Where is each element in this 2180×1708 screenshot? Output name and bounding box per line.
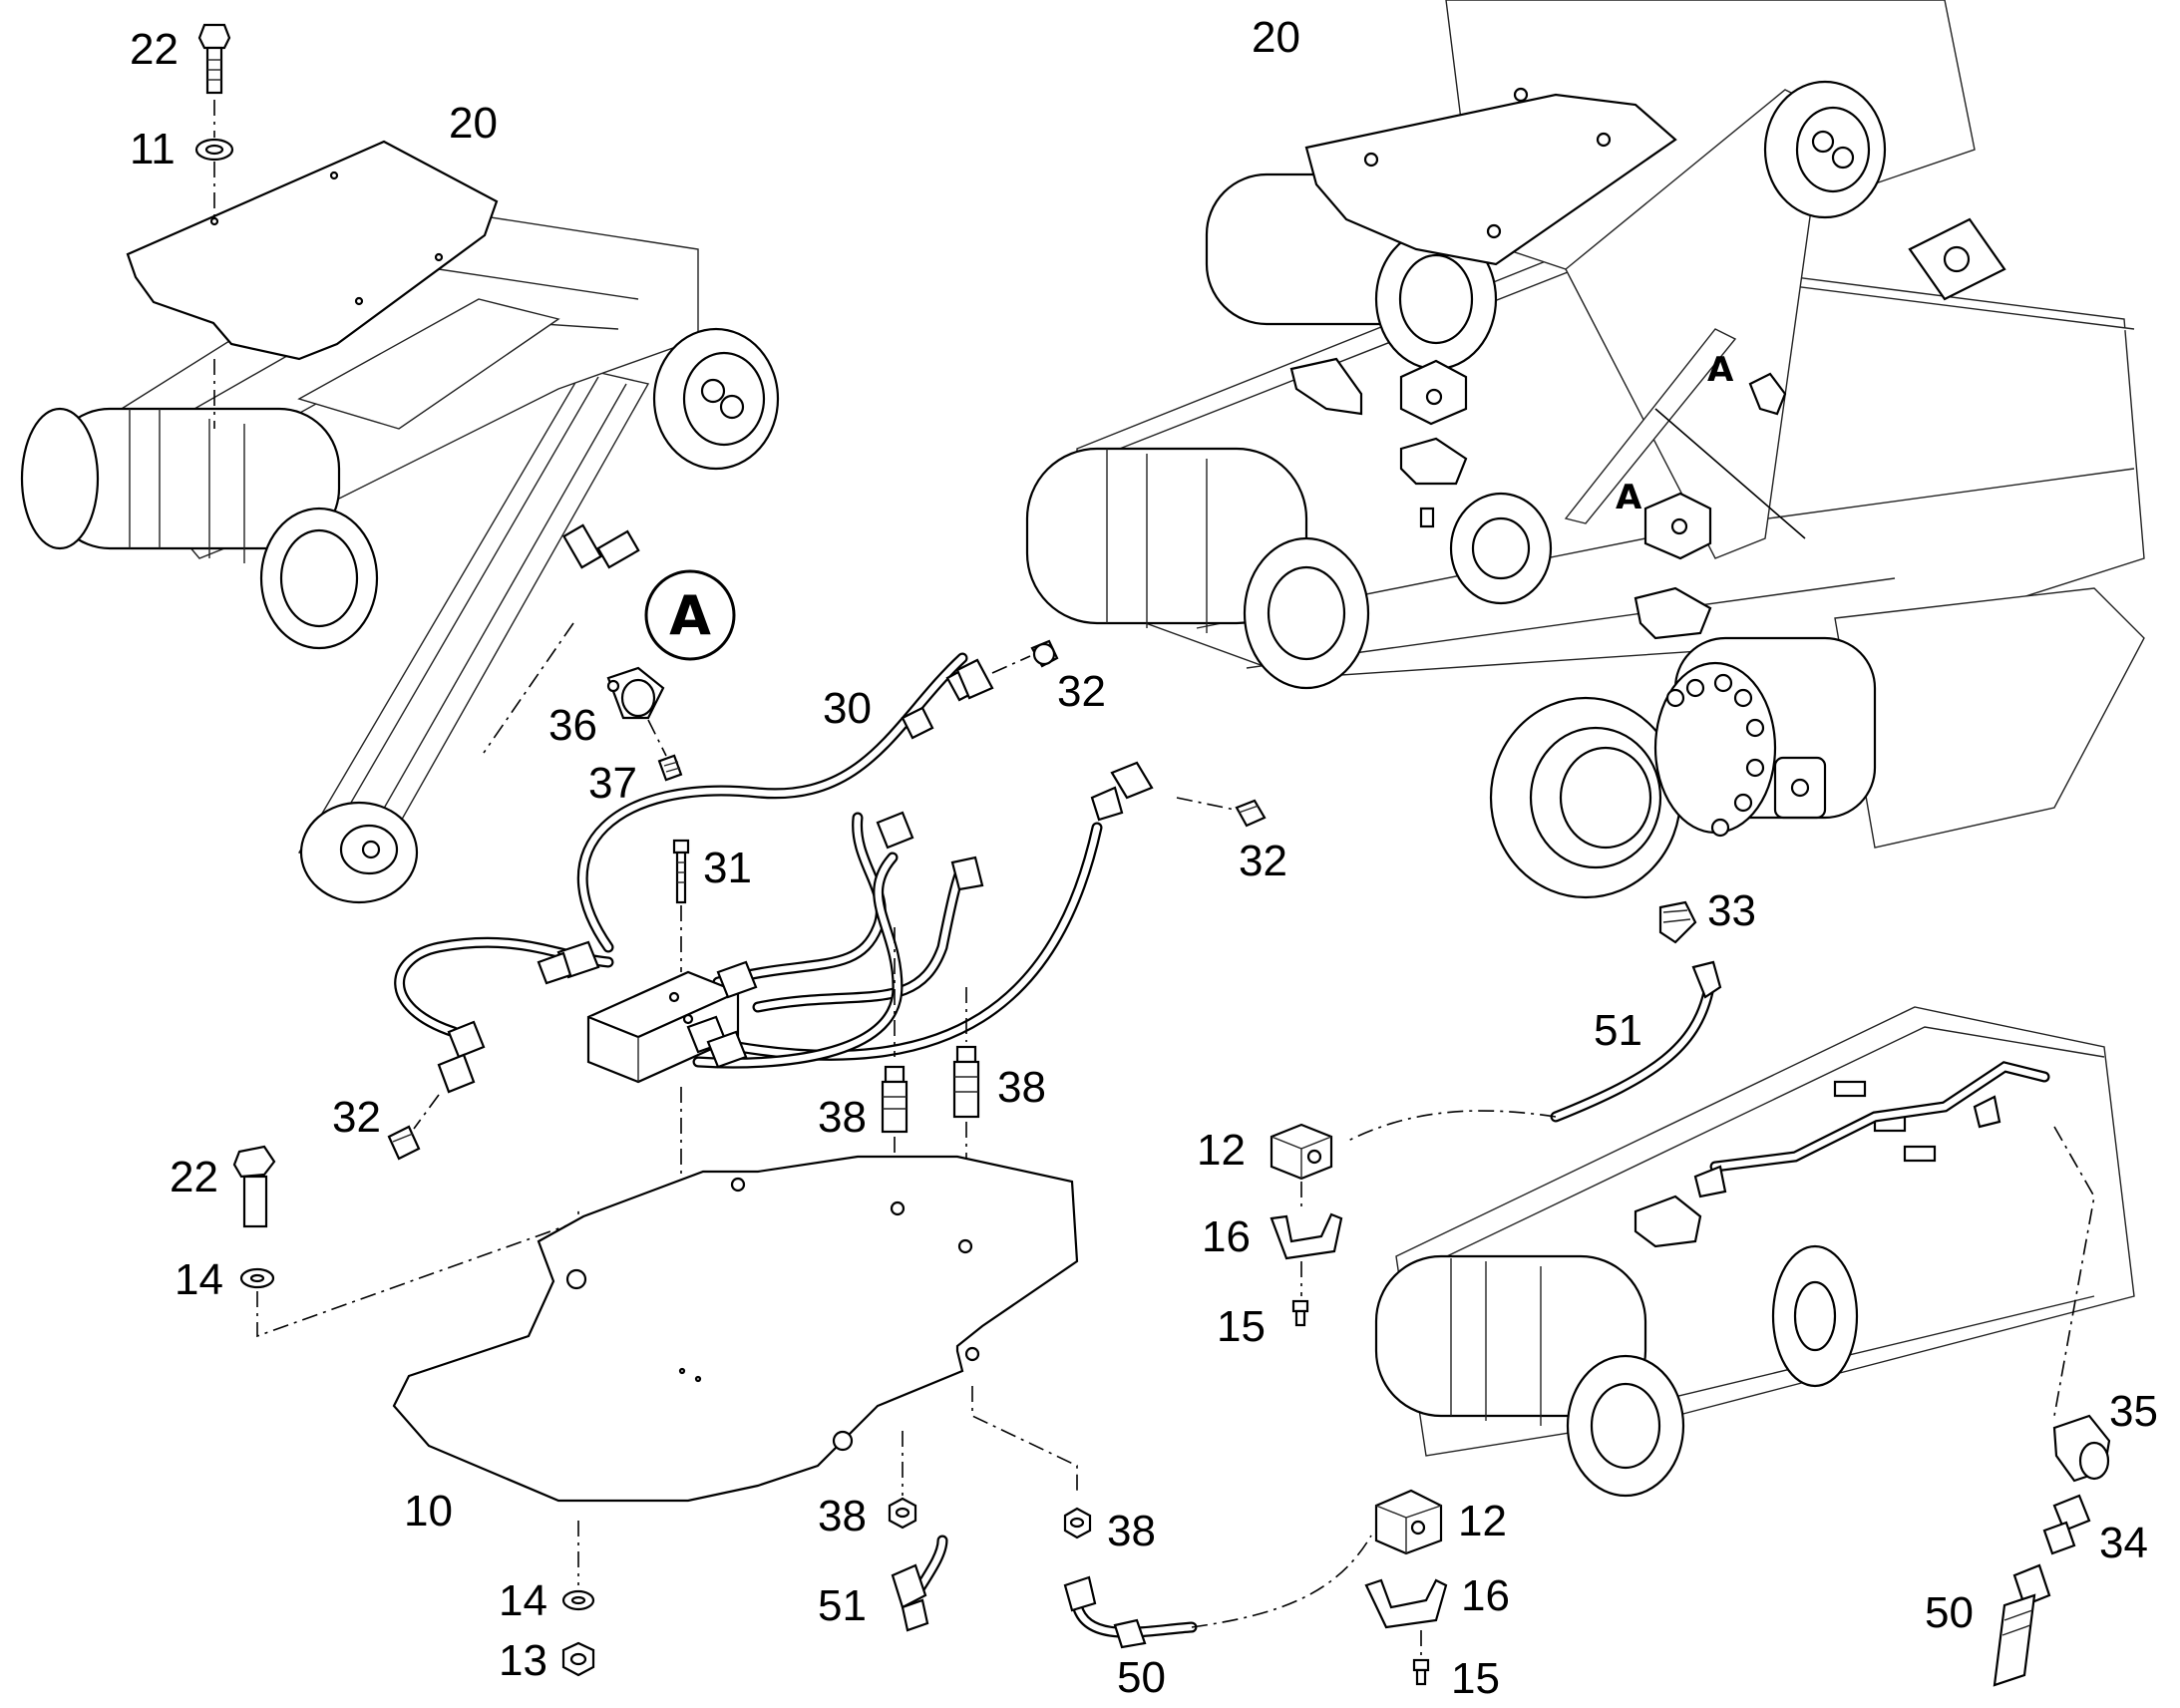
callout-15-middle: 15: [1217, 1302, 1266, 1351]
callout-35: 35: [2109, 1387, 2158, 1436]
screw-37: [657, 754, 683, 782]
nut-38-lower-left: [888, 1497, 917, 1530]
dash-frame-to-35: [2053, 1126, 2095, 1417]
callout-38-right: 38: [997, 1063, 1046, 1112]
fitting-33: [1658, 900, 1697, 944]
callout-50-lower: 50: [1117, 1653, 1166, 1702]
callout-12-middle: 12: [1197, 1126, 1246, 1175]
block-12-middle: [1270, 1123, 1333, 1181]
drive-motor-assembly: [1489, 587, 2145, 899]
dash-plate-to-38r: [971, 1386, 1078, 1496]
washer-14-left: [239, 1267, 275, 1289]
nut-38-lower-right: [1063, 1507, 1092, 1539]
plug-32-top: [1030, 639, 1059, 668]
dash-clip-to-screw: [647, 719, 667, 757]
screw-15-bottom: [1412, 1658, 1430, 1686]
callout-14-bottom: 14: [499, 1576, 547, 1625]
callout-38-lower-right: 38: [1107, 1507, 1156, 1555]
callout-11: 11: [130, 125, 176, 173]
bulkhead-38-right: [952, 1045, 980, 1119]
callout-15-bottom: 15: [1451, 1654, 1500, 1703]
callout-32-right: 32: [1239, 837, 1287, 885]
callout-14-left: 14: [175, 1255, 223, 1304]
swing-arm-assembly-left: [20, 140, 780, 904]
callout-33: 33: [1707, 886, 1756, 935]
callout-32-left: 32: [332, 1093, 381, 1142]
dash-50-to-12: [1191, 1535, 1372, 1628]
block-12-bottom: [1374, 1489, 1443, 1555]
callout-32-top: 32: [1057, 667, 1106, 716]
hose-assembly-30: [394, 652, 1154, 1094]
callout-38-lower-left: 38: [818, 1492, 867, 1540]
detail-marker-label: A: [669, 584, 711, 647]
callout-38-left: 38: [818, 1093, 867, 1142]
mounting-plate-10: [392, 1155, 1079, 1503]
callout-10: 10: [404, 1487, 453, 1536]
washer-11: [194, 138, 234, 162]
callout-36: 36: [548, 701, 597, 750]
callout-20-right: 20: [1252, 13, 1300, 62]
fitting-35: [2052, 1414, 2111, 1483]
track-frame-assembly-right: [1025, 0, 2145, 690]
bulkhead-38-left: [881, 1065, 908, 1134]
callout-30: 30: [823, 684, 872, 733]
dash-hose-to-32l: [413, 1094, 440, 1130]
nut-13: [561, 1641, 595, 1677]
hose-50-lower: [1063, 1575, 1198, 1649]
screw-31: [672, 839, 690, 904]
hose-51-lower: [891, 1535, 948, 1632]
callout-20-left: 20: [449, 99, 498, 148]
callout-22-left: 22: [170, 1153, 218, 1201]
detail-marker-a: A: [644, 569, 736, 661]
dash-30-to-32: [991, 655, 1031, 674]
plug-32-left: [387, 1125, 421, 1161]
callout-37: 37: [588, 759, 637, 808]
callout-51-upper: 51: [1594, 1006, 1642, 1055]
hose-51-upper: [1550, 960, 1722, 1123]
callout-13: 13: [499, 1636, 547, 1685]
callout-22-top: 22: [130, 25, 179, 74]
callout-16-middle: 16: [1202, 1212, 1251, 1261]
screw-15-middle: [1291, 1299, 1309, 1327]
callout-16-bottom: 16: [1461, 1571, 1510, 1620]
bolt-22-left: [232, 1145, 276, 1228]
detail-tag-a-upper: A: [1707, 350, 1734, 390]
valve-block: [537, 940, 758, 1084]
clamp-16-middle: [1270, 1212, 1343, 1260]
fitting-34: [2042, 1494, 2091, 1555]
detail-tag-a-lower: A: [1616, 478, 1642, 517]
hose-end-50-right: [1993, 1563, 2051, 1687]
dash-arm-to-clip: [483, 622, 574, 754]
callout-34: 34: [2099, 1519, 2148, 1567]
plug-32-right: [1235, 799, 1267, 828]
dash-22-to-plate-left: [256, 1206, 579, 1338]
dash-hose-to-block: [1345, 1110, 1557, 1143]
callout-labels: 22 11 20 20 36 37 30 32 31 32 33 51 32 3…: [130, 13, 2158, 1703]
washer-14-bottom: [561, 1589, 595, 1611]
dash-hose-to-32r: [1176, 797, 1236, 811]
callout-31: 31: [703, 844, 752, 892]
clip-36: [606, 666, 665, 720]
bolt-22-top: [197, 23, 231, 95]
clamp-16-bottom: [1364, 1578, 1448, 1629]
callout-12-bottom: 12: [1458, 1497, 1507, 1545]
callout-50-right: 50: [1925, 1588, 1974, 1637]
callout-51-lower: 51: [818, 1581, 867, 1630]
track-frame-assembly-lower: [1374, 1006, 2135, 1498]
